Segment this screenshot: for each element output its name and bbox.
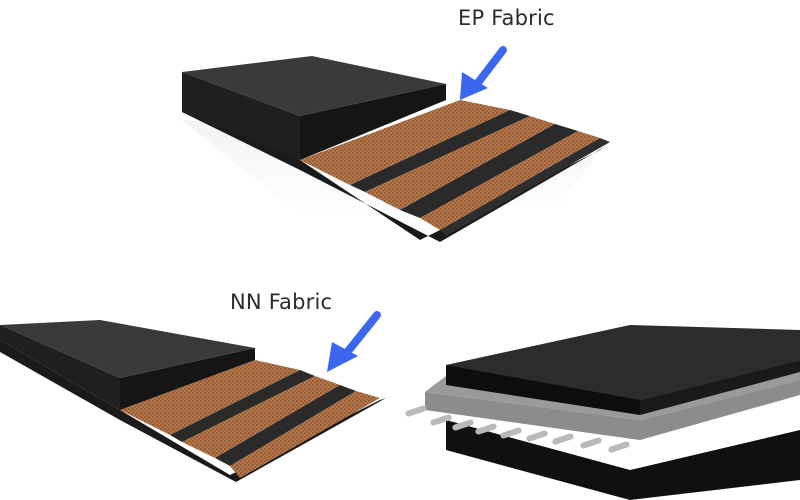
steel-core-layer [425, 380, 800, 440]
ep-fabric-ply-2 [365, 116, 555, 210]
ep-rubber-strip-2 [400, 124, 578, 218]
nn-arrow-icon [327, 311, 381, 372]
ep-fabric-ply-1 [300, 100, 510, 185]
nn-rubber-strip-1 [170, 370, 315, 442]
ep-top-cover [182, 56, 446, 116]
ep-arrow-icon [460, 46, 507, 100]
nn-fabric-ply-2 [182, 376, 340, 458]
nn-fabric-belt [0, 311, 386, 482]
ep-fabric-label: EP Fabric [458, 6, 555, 30]
steel-cords [405, 405, 630, 453]
nn-top-cover [0, 320, 255, 378]
ep-fabric-ply-3 [420, 131, 600, 230]
nn-fabric-ply-3 [230, 391, 380, 478]
ep-rubber-strip-1 [350, 110, 530, 192]
nn-fabric-label: NN Fabric [230, 290, 333, 314]
nn-fabric-ply-1 [120, 360, 300, 435]
nn-rubber-strip-2 [215, 385, 356, 466]
ep-fabric-belt [182, 46, 610, 242]
